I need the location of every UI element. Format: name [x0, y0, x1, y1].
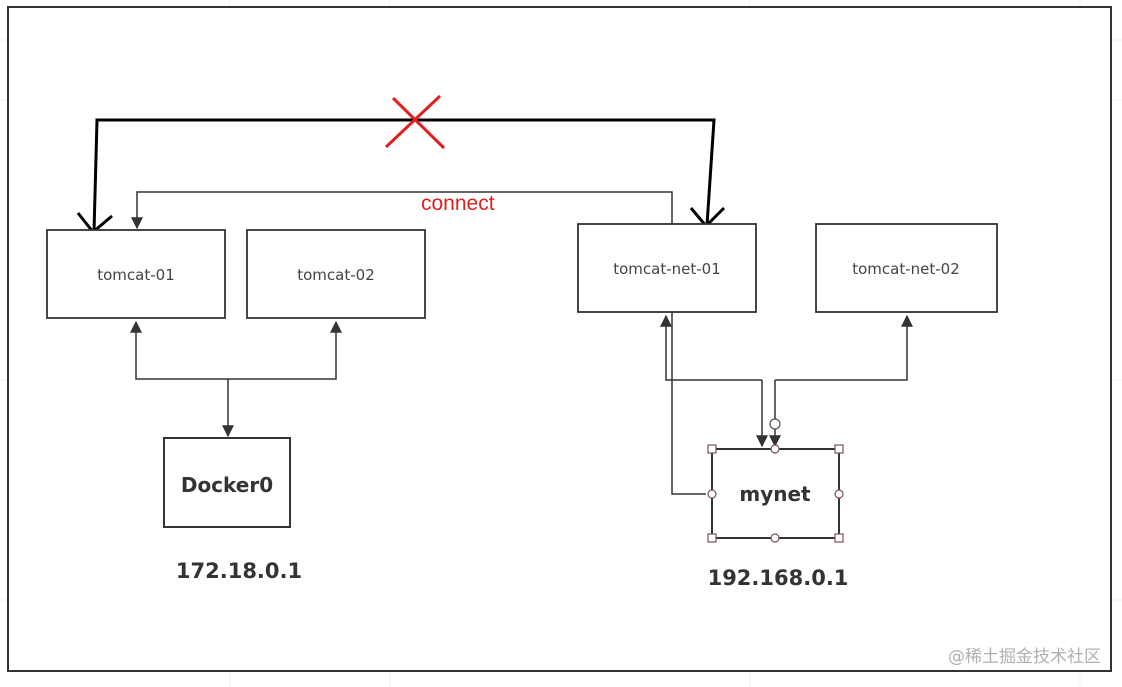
node-tomcat-02[interactable] [246, 229, 426, 319]
rotate-handle[interactable] [769, 418, 781, 430]
node-tomcat-01-label: tomcat-01 [97, 266, 175, 284]
tomcat-net-01-link-up [660, 314, 762, 381]
blocked-link-line [92, 118, 716, 233]
tomcat-net-02-link-up [775, 314, 913, 381]
node-tomcat-01[interactable] [46, 229, 226, 319]
node-docker0-label: Docker0 [181, 473, 273, 497]
connect-label: connect [421, 192, 495, 215]
blocked-cross-icon [384, 94, 446, 150]
tomcat-01-link [130, 320, 228, 380]
node-tomcat-net-02-label: tomcat-net-02 [852, 260, 960, 278]
node-tomcat-net-02[interactable] [815, 223, 998, 313]
node-mynet-label: mynet [739, 482, 811, 506]
node-tomcat-net-01-label: tomcat-net-01 [613, 260, 721, 278]
resize-handle-bottom-right[interactable] [834, 533, 844, 543]
connect-link-line [131, 191, 706, 495]
mynet-ip-label: 192.168.0.1 [708, 566, 849, 590]
node-docker0[interactable] [163, 437, 291, 528]
resize-handle-bottom-left[interactable] [707, 533, 717, 543]
connection-point-right[interactable] [834, 489, 844, 499]
diagram-frame [7, 6, 1112, 672]
tomcat-02-link [228, 320, 342, 380]
node-tomcat-net-01[interactable] [577, 223, 757, 313]
connection-point-left[interactable] [707, 489, 717, 499]
connection-point-bottom[interactable] [770, 533, 780, 543]
resize-handle-top-right[interactable] [834, 444, 844, 454]
resize-handle-top-left[interactable] [707, 444, 717, 454]
node-tomcat-02-label: tomcat-02 [297, 266, 375, 284]
selection-handles[interactable] [707, 418, 844, 543]
connection-point-top[interactable] [770, 444, 780, 454]
watermark-text: @稀土掘金技术社区 [948, 647, 1101, 667]
docker0-ip-label: 172.18.0.1 [176, 559, 302, 583]
